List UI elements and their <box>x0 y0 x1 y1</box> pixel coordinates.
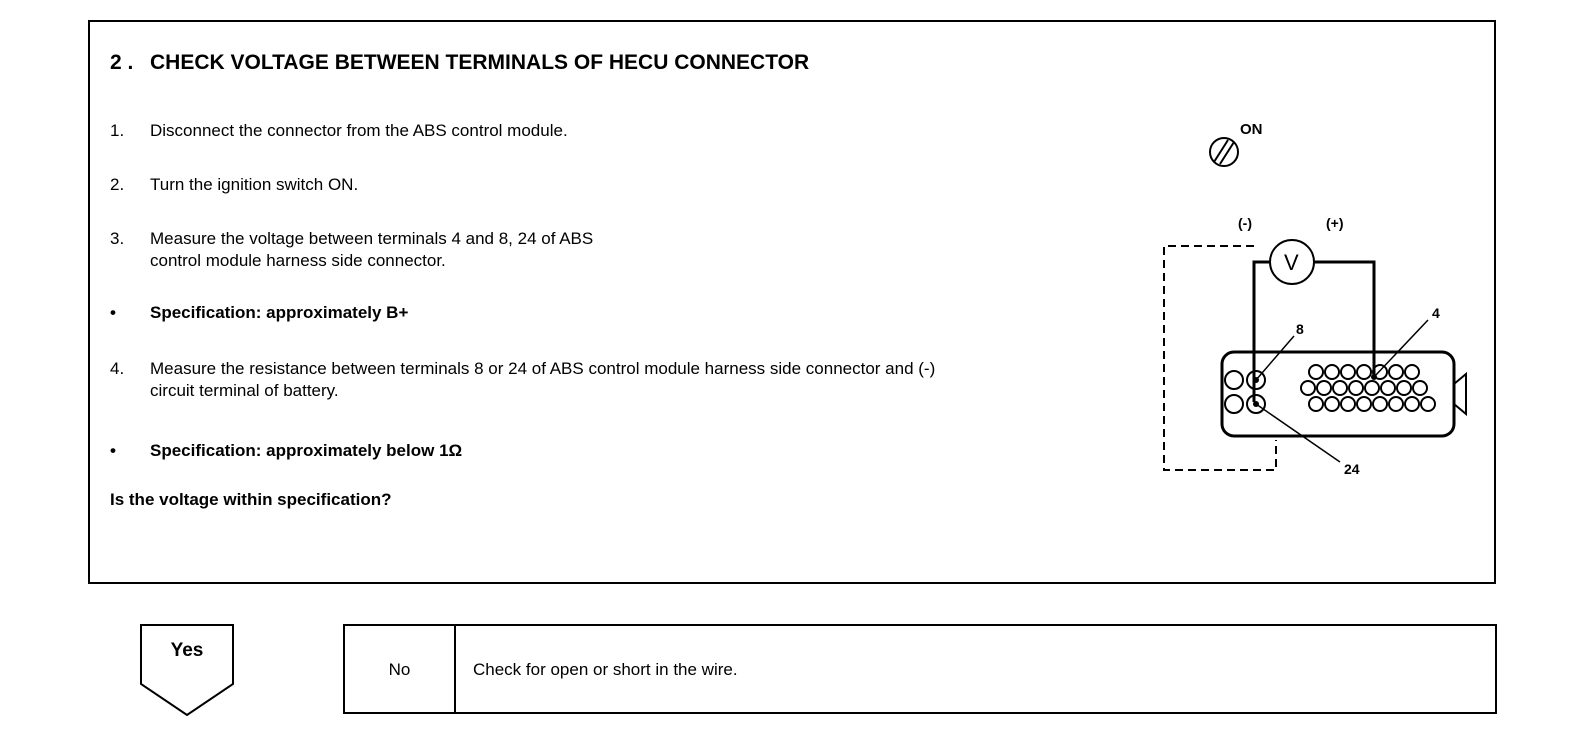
step-text: Turn the ignition switch ON. <box>150 175 359 194</box>
voltmeter-symbol: V <box>1284 250 1299 275</box>
voltmeter-icon: V <box>1269 239 1315 285</box>
no-divider <box>454 626 456 712</box>
connector-pins-left <box>1224 370 1266 414</box>
connector-diagram-svg: ON V (-) (+) <box>1163 121 1467 477</box>
yes-label: Yes <box>170 640 204 661</box>
question-text: Is the voltage within specification? <box>110 490 392 509</box>
step-number: 2. <box>110 175 125 194</box>
spec-text: Specification: approximately below 1Ω <box>150 441 463 460</box>
terminal-8-label: 8 <box>1296 321 1304 337</box>
connector-pins-right <box>1300 364 1436 412</box>
connector-latch <box>1453 371 1467 417</box>
no-action-text: Check for open or short in the wire. <box>473 660 738 679</box>
step-text: Measure the voltage between terminals 4 … <box>150 229 594 270</box>
positive-probe-label: (+) <box>1326 215 1344 231</box>
step-number: 1. <box>110 121 125 140</box>
no-label: No <box>388 660 411 679</box>
leader-8 <box>1255 335 1295 381</box>
terminal-4-label: 4 <box>1432 305 1440 321</box>
no-result-box: No Check for open or short in the wire. <box>343 624 1497 714</box>
section-title-text: CHECK VOLTAGE BETWEEN TERMINALS OF HECU … <box>150 51 810 74</box>
leader-24 <box>1255 403 1341 463</box>
ignition-switch-icon <box>1209 137 1239 167</box>
bullet: • <box>110 303 116 322</box>
negative-lead <box>1252 260 1270 402</box>
positive-lead <box>1314 260 1376 377</box>
step-text: Disconnect the connector from the ABS co… <box>150 121 568 140</box>
step-text: Measure the resistance between terminals… <box>150 359 936 400</box>
section-number: 2 . <box>110 51 134 74</box>
connector-body <box>1220 350 1456 438</box>
terminal-24-label: 24 <box>1344 461 1360 477</box>
ignition-on-label: ON <box>1240 122 1263 138</box>
step-number: 3. <box>110 229 125 248</box>
step-number: 4. <box>110 359 125 378</box>
negative-probe-label: (-) <box>1238 215 1252 231</box>
spec-text: Specification: approximately B+ <box>150 303 409 322</box>
leader-4 <box>1373 319 1429 378</box>
bullet: • <box>110 441 116 460</box>
yes-arrow-shape <box>140 624 234 716</box>
ground-dashed-wire <box>1163 245 1277 471</box>
connector-diagram: ON V (-) (+) <box>1156 121 1476 502</box>
procedure-box: 2 . CHECK VOLTAGE BETWEEN TERMINALS OF H… <box>88 20 1496 584</box>
